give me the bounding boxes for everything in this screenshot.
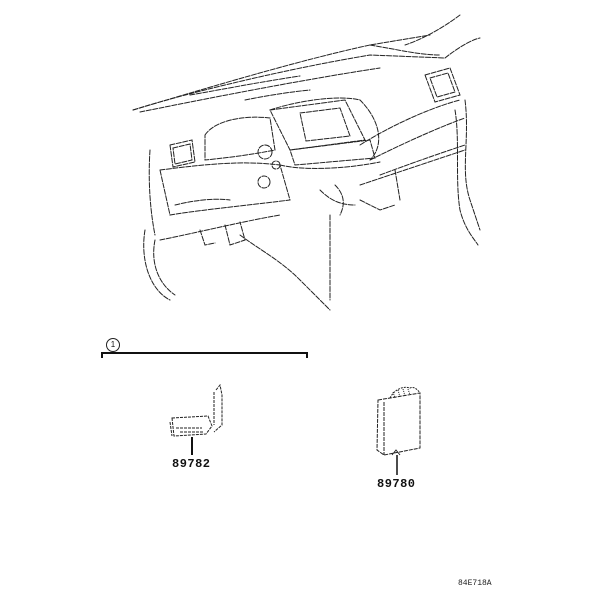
part-number-89782[interactable]: 89782	[172, 457, 211, 471]
control-module-box-icon	[376, 386, 421, 456]
group-callout-1: 1	[106, 338, 120, 352]
reference-code: 84E718A	[458, 579, 492, 588]
bracket-sensor-part-icon	[169, 383, 223, 437]
part-number-89780[interactable]: 89780	[377, 477, 416, 491]
group-bracket	[101, 352, 308, 358]
